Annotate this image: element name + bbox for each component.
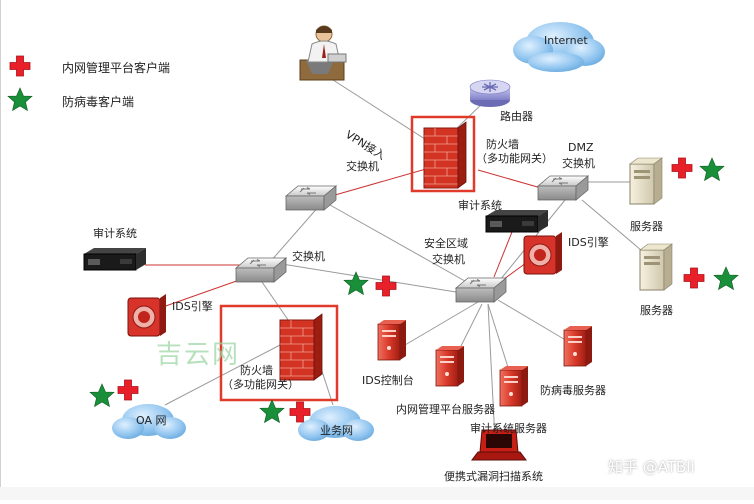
dmz-switch-icon xyxy=(537,175,589,201)
ids-left-label: IDS引擎 xyxy=(172,300,213,313)
fw-oa-link xyxy=(164,344,281,406)
bottom-firewall-icon xyxy=(279,313,323,381)
av-server-label: 防病毒服务器 xyxy=(540,384,606,397)
bottom-strip xyxy=(0,487,754,500)
audit-left-label: 审计系统 xyxy=(93,227,137,240)
secure-switch-icon xyxy=(455,277,507,303)
secure-scanner-link xyxy=(487,303,496,441)
audit-mid-label: 审计系统 xyxy=(458,199,502,212)
audit-server-label: 审计系统服务器 xyxy=(470,422,547,435)
av-server-icon xyxy=(563,325,593,367)
green-star-icon xyxy=(713,266,739,290)
green-star-icon xyxy=(7,87,33,111)
red-cross-icon xyxy=(117,379,139,401)
ids-left-link xyxy=(159,277,246,309)
secure-zone-label: 安全区域 xyxy=(424,237,468,250)
secure-switch-label: 交换机 xyxy=(432,253,465,266)
red-cross-icon xyxy=(9,55,31,77)
dmz-server2-link xyxy=(581,199,649,257)
top-firewall-icon xyxy=(423,121,467,189)
laptop-scanner-icon xyxy=(471,429,527,461)
internet-cloud-icon xyxy=(513,22,605,72)
oa-network-cloud-icon xyxy=(112,404,186,439)
top-switch-icon xyxy=(285,185,337,211)
vpn-user-icon xyxy=(299,25,347,81)
green-star-icon xyxy=(259,399,285,423)
dmz-switch-label: 交换机 xyxy=(562,157,595,170)
oa-network-label: OA 网 xyxy=(136,414,167,427)
red-cross-icon xyxy=(289,401,311,423)
audit-server-icon xyxy=(499,365,529,407)
left-secure-link xyxy=(281,263,457,293)
server-2-icon xyxy=(639,243,673,291)
audit-left-device-icon xyxy=(83,247,147,271)
left-switch-label: 交换机 xyxy=(292,250,325,263)
left-switch-icon xyxy=(235,257,287,283)
business-network-cloud-icon xyxy=(298,406,374,441)
watermark-left: 吉云网 xyxy=(156,340,241,370)
secure-idsconsole-link xyxy=(404,301,479,346)
firewall-switch-link xyxy=(334,164,441,196)
red-cross-icon xyxy=(671,157,693,179)
top-firewall-highlight xyxy=(410,115,476,193)
green-star-icon xyxy=(699,157,725,181)
top-secure-switch-link xyxy=(329,204,473,286)
bottom-firewall-highlight xyxy=(219,304,339,402)
top-left-switch-link xyxy=(269,204,321,263)
router-icon xyxy=(469,79,511,107)
legend-label-intranet-client: 内网管理平台客户端 xyxy=(62,61,171,75)
bottom-firewall-label: 防火墙 xyxy=(240,364,273,377)
ids-right-label: IDS引擎 xyxy=(568,236,609,249)
ids-right-engine-icon xyxy=(523,231,563,275)
audit-mid-device-icon xyxy=(485,209,549,233)
intranet-server-icon xyxy=(435,345,465,387)
ids-console-icon xyxy=(377,319,407,361)
green-star-icon xyxy=(343,271,369,295)
firewall-dmz-link xyxy=(477,169,549,191)
dmz-label: DMZ xyxy=(568,141,594,154)
top-firewall-gateway-label: （多功能网关） xyxy=(476,152,553,165)
server-1-icon xyxy=(629,157,663,205)
server-1-label: 服务器 xyxy=(630,220,663,233)
server-2-label: 服务器 xyxy=(640,304,673,317)
bottom-firewall-gateway-label: （多功能网关） xyxy=(222,378,299,391)
vpn-link xyxy=(329,77,443,151)
red-cross-icon xyxy=(683,267,705,289)
ids-left-engine-icon xyxy=(127,293,167,337)
green-star-icon xyxy=(89,383,115,407)
business-network-label: 业务网 xyxy=(320,424,353,437)
intranet-server-label: 内网管理平台服务器 xyxy=(396,403,495,416)
legend-label-antivirus-client: 防病毒客户端 xyxy=(62,95,135,109)
router-label: 路由器 xyxy=(500,110,533,123)
internet-label: Internet xyxy=(544,34,588,47)
watermark-right: 知乎 @ATBli xyxy=(608,458,695,476)
scanner-label: 便携式漏洞扫描系统 xyxy=(444,470,543,483)
top-firewall-label: 防火墙 xyxy=(486,138,519,151)
red-cross-icon xyxy=(375,275,397,297)
secure-av-link xyxy=(497,299,575,346)
ids-console-label: IDS控制台 xyxy=(362,374,414,387)
top-switch-label: 交换机 xyxy=(346,160,379,173)
